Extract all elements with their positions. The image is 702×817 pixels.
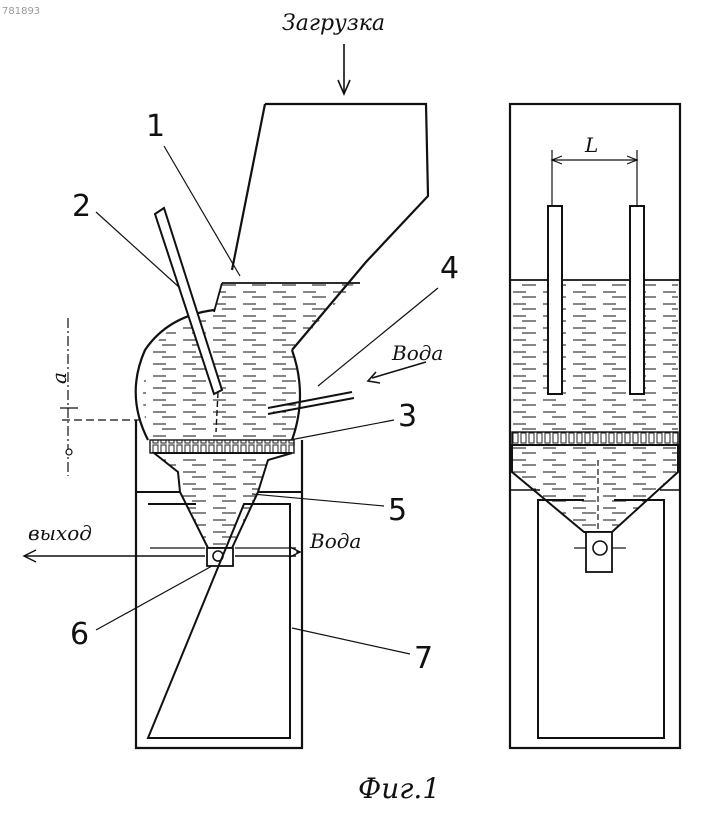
right-lower-cone bbox=[512, 445, 678, 532]
part-number-1: 1 bbox=[146, 109, 165, 144]
dimension-L: L bbox=[552, 133, 637, 206]
lower-cone bbox=[154, 453, 292, 548]
part-number-6: 6 bbox=[70, 617, 89, 652]
load-arrow bbox=[338, 44, 350, 94]
electrode-left bbox=[548, 206, 562, 394]
part-number-7: 7 bbox=[414, 641, 433, 676]
part-number-5: 5 bbox=[388, 493, 407, 528]
part-number-2: 2 bbox=[72, 189, 91, 224]
water-label-right: Вода bbox=[391, 341, 443, 365]
dimension-a: а bbox=[47, 318, 140, 476]
electrode-right bbox=[630, 206, 644, 394]
load-label: Загрузка bbox=[282, 11, 385, 36]
part-number-3: 3 bbox=[398, 399, 417, 434]
figure-caption: Фиг.1 bbox=[358, 772, 440, 805]
bath-liquid bbox=[143, 283, 355, 440]
dimension-a-label: а bbox=[47, 372, 71, 384]
water-label-bottom: Вода bbox=[309, 529, 361, 553]
outlet-label: выход bbox=[28, 521, 92, 545]
document-number: 781893 bbox=[2, 6, 40, 17]
dimension-L-label: L bbox=[584, 133, 598, 157]
right-grate bbox=[512, 432, 678, 445]
left-view: Загрузка bbox=[24, 11, 459, 748]
right-liquid bbox=[512, 280, 678, 432]
part-number-4: 4 bbox=[440, 251, 459, 286]
right-view: L bbox=[510, 104, 680, 748]
grate-3 bbox=[150, 440, 294, 453]
